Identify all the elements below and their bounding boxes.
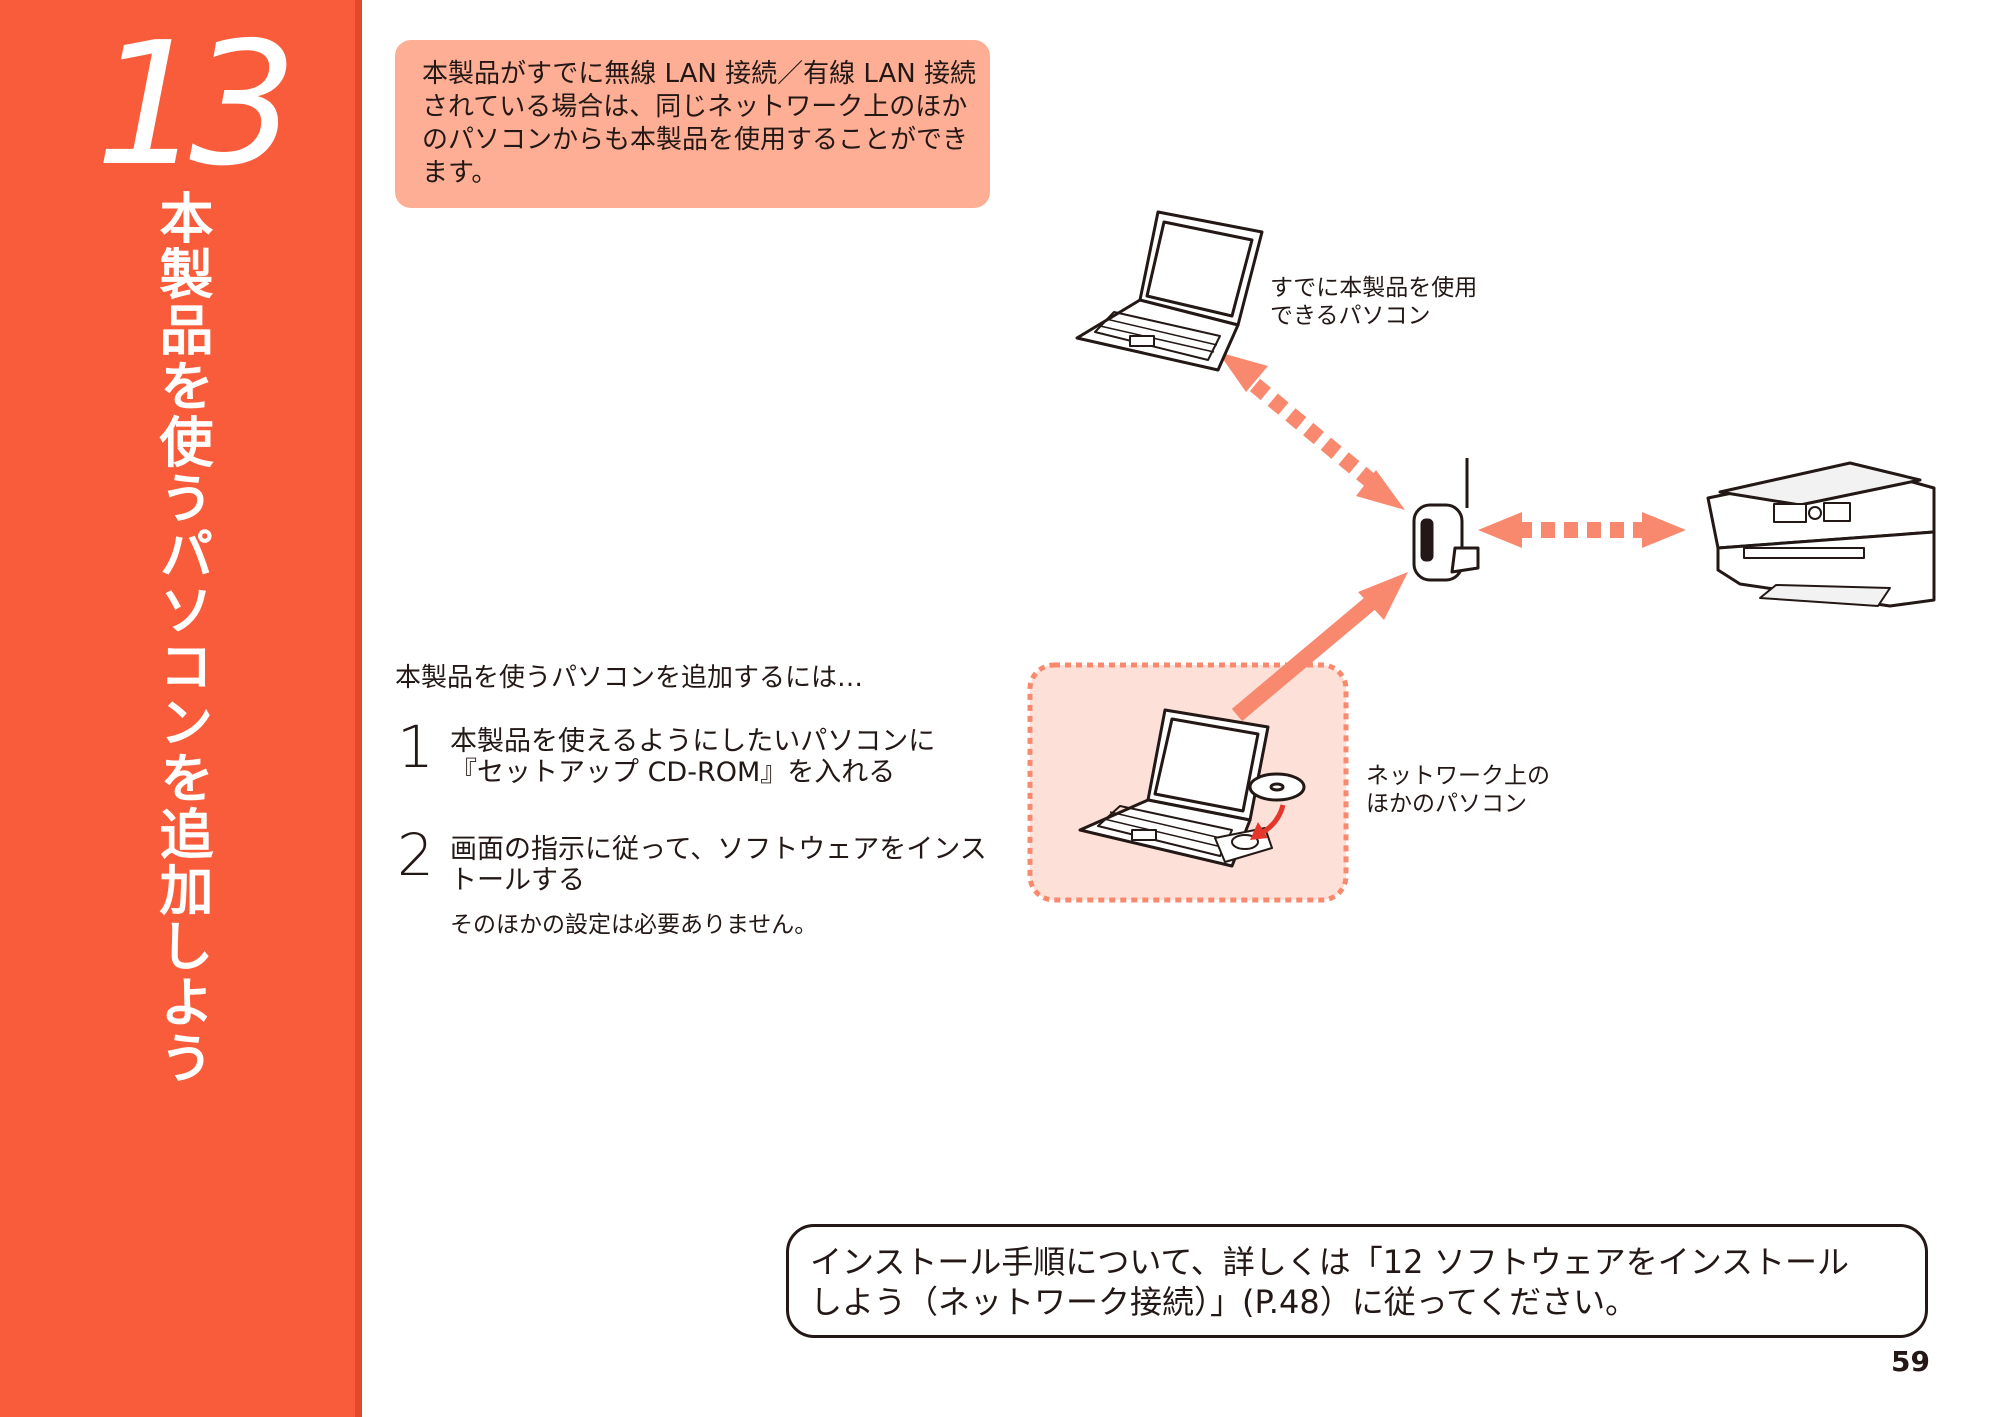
sidebar-edge: [355, 0, 362, 1417]
insert-arrow-icon: [1250, 804, 1286, 840]
caption-existing-pc-line: すでに本製品を使用: [1270, 275, 1478, 301]
caption-existing-pc-line: できるパソコン: [1270, 303, 1431, 329]
reference-box: [786, 1224, 1928, 1338]
step-2-number: 2: [397, 821, 434, 889]
caption-other-pc-line: ほかのパソコン: [1366, 791, 1527, 817]
caption-other-pc: ネットワーク上の ほかのパソコン: [1366, 762, 1586, 818]
chapter-number: 13: [95, 6, 297, 204]
reference-line: しよう（ネットワーク接続）」(P.48）に従ってください。: [810, 1283, 1638, 1321]
step-2-line: トールする: [450, 865, 585, 896]
reference-line: インストール手順について、詳しくは「12 ソフトウェアをインストール: [810, 1243, 1850, 1281]
step-2-subtext: そのほかの設定は必要ありません。: [450, 912, 818, 938]
section-heading: 本製品を使うパソコンを追加するには…: [395, 663, 864, 693]
step-2-line: 画面の指示に従って、ソフトウェアをインス: [450, 834, 987, 865]
other-laptop-icon: [1078, 708, 1273, 868]
step-1-line: 『セットアップ CD-ROM』を入れる: [450, 757, 896, 788]
printer-icon: [1706, 461, 1936, 608]
link-other-pc-router: [1231, 572, 1408, 722]
caption-other-pc-line: ネットワーク上の: [1366, 763, 1550, 789]
link-existing-pc-router: [1218, 352, 1405, 510]
note-box: [395, 40, 990, 208]
step-1-line: 本製品を使えるようにしたいパソコンに: [450, 726, 936, 757]
existing-laptop-icon: [1075, 210, 1264, 372]
step-1-text: 本製品を使えるようにしたいパソコンに 『セットアップ CD-ROM』を入れる: [450, 726, 1010, 788]
caption-existing-pc: すでに本製品を使用 できるパソコン: [1270, 274, 1510, 330]
router-icon: [1412, 458, 1480, 582]
chapter-title: 本製品を使うパソコンを追加しよう: [150, 190, 213, 1086]
link-router-printer: [1478, 512, 1686, 548]
step-1-number: 1: [397, 713, 434, 781]
page-number: 59: [1891, 1345, 1930, 1378]
note-text: 本製品がすでに無線 LAN 接続／有線 LAN 接続されている場合は、同じネット…: [422, 59, 976, 188]
step-2-text: 画面の指示に従って、ソフトウェアをインス トールする: [450, 834, 1020, 896]
reference-text: インストール手順について、詳しくは「12 ソフトウェアをインストール しよう（ネ…: [810, 1242, 1920, 1322]
chapter-sidebar: [0, 0, 362, 1417]
